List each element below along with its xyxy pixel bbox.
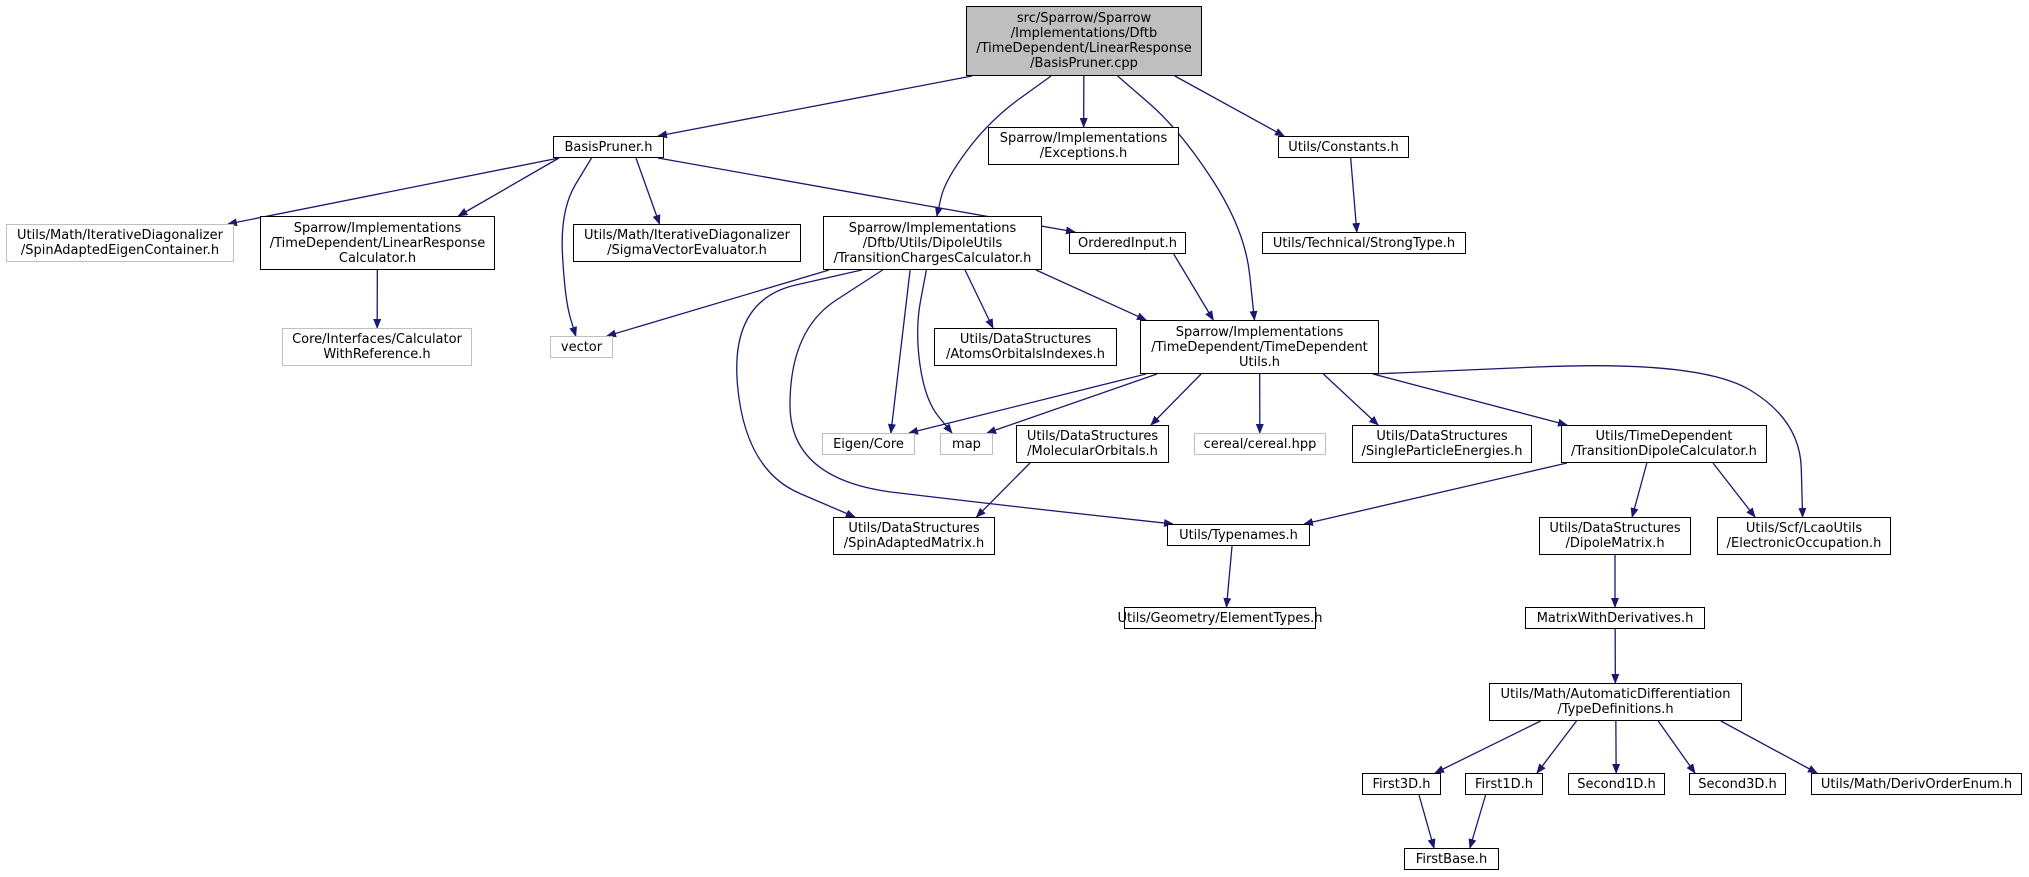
root-file-node: src/Sparrow/Sparrow /Implementations/Dft… — [966, 6, 1202, 76]
edge-molecular-orbitals-to-spin-adapted-matrix — [975, 462, 1031, 518]
edge-type-definitions-to-second3d — [1657, 720, 1696, 774]
molecular-orbitals-node[interactable]: Utils/DataStructures /MolecularOrbitals.… — [1016, 425, 1169, 463]
map-node: map — [940, 433, 993, 455]
edge-root-to-basispruner-h — [657, 75, 973, 139]
edge-td-utils-to-map — [986, 373, 1158, 434]
calculator-with-reference-node: Core/Interfaces/Calculator WithReference… — [282, 328, 472, 366]
edge-typenames-to-element-types — [1223, 545, 1233, 608]
edge-root-to-transition-charges — [934, 75, 1052, 217]
edge-td-utils-to-molecular-orbitals — [1150, 373, 1202, 426]
exceptions-h-node[interactable]: Sparrow/Implementations /Exceptions.h — [988, 127, 1179, 165]
transition-charges-calculator-node[interactable]: Sparrow/Implementations /Dftb/Utils/Dipo… — [823, 216, 1042, 270]
edge-type-definitions-to-first1d — [1536, 720, 1577, 774]
edge-basispruner-h-to-sigma-vector — [635, 157, 661, 225]
edge-transition-charges-to-atoms-orbitals — [964, 269, 994, 329]
edge-td-utils-to-single-particle — [1322, 373, 1379, 426]
typenames-h-node[interactable]: Utils/Typenames.h — [1167, 524, 1310, 546]
type-definitions-node[interactable]: Utils/Math/AutomaticDifferentiation /Typ… — [1489, 683, 1742, 721]
element-types-h-node[interactable]: Utils/Geometry/ElementTypes.h — [1117, 607, 1323, 629]
edge-basispruner-h-to-spin-adapted-eigen — [227, 157, 560, 227]
strong-type-h-node[interactable]: Utils/Technical/StrongType.h — [1262, 232, 1466, 254]
edge-td-utils-to-eigen-core — [908, 373, 1147, 435]
eigen-core-node: Eigen/Core — [822, 433, 915, 455]
first1d-h-node[interactable]: First1D.h — [1465, 773, 1543, 795]
edge-td-utils-to-transition-dipole — [1372, 373, 1568, 427]
time-dependent-utils-node[interactable]: Sparrow/Implementations /TimeDependent/T… — [1140, 320, 1379, 374]
edge-first1d-to-first-base — [1468, 794, 1487, 849]
edge-transition-charges-to-td-utils — [1035, 269, 1147, 321]
first-base-h-node[interactable]: FirstBase.h — [1404, 848, 1499, 870]
edge-root-to-td-utils — [1117, 75, 1258, 321]
edge-type-definitions-to-deriv-order — [1720, 720, 1818, 774]
deriv-order-enum-node[interactable]: Utils/Math/DerivOrderEnum.h — [1811, 773, 2022, 795]
edge-transition-dipole-to-dipole-matrix — [1630, 462, 1648, 518]
edge-transition-charges-to-map — [917, 269, 953, 434]
transition-dipole-calculator-node[interactable]: Utils/TimeDependent /TransitionDipoleCal… — [1561, 425, 1767, 463]
spin-adapted-eigen-container-node: Utils/Math/IterativeDiagonalizer /SpinAd… — [6, 224, 234, 262]
edge-transition-charges-to-vector — [606, 269, 830, 338]
linear-response-calculator-node[interactable]: Sparrow/Implementations /TimeDependent/L… — [260, 216, 495, 270]
vector-node: vector — [550, 336, 613, 358]
second1d-h-node[interactable]: Second1D.h — [1568, 773, 1665, 795]
constants-h-node[interactable]: Utils/Constants.h — [1278, 136, 1409, 158]
edge-transition-charges-to-eigen-core — [887, 269, 911, 434]
dipole-matrix-node[interactable]: Utils/DataStructures /DipoleMatrix.h — [1539, 517, 1691, 555]
edge-transition-charges-to-spin-adapted-matrix — [736, 269, 862, 518]
first3d-h-node[interactable]: First3D.h — [1362, 773, 1441, 795]
second3d-h-node[interactable]: Second3D.h — [1689, 773, 1786, 795]
edge-basispruner-h-to-lr-calculator — [457, 157, 560, 217]
edge-root-to-constants-h — [1174, 75, 1285, 137]
edge-layer — [227, 75, 1818, 849]
electronic-occupation-node[interactable]: Utils/Scf/LcaoUtils /ElectronicOccupatio… — [1717, 517, 1891, 555]
edge-type-definitions-to-first3d — [1434, 720, 1541, 774]
cereal-hpp-node: cereal/cereal.hpp — [1194, 433, 1326, 455]
matrix-with-derivatives-node[interactable]: MatrixWithDerivatives.h — [1525, 607, 1705, 629]
atoms-orbitals-indexes-node[interactable]: Utils/DataStructures /AtomsOrbitalsIndex… — [934, 328, 1117, 366]
sigma-vector-evaluator-node[interactable]: Utils/Math/IterativeDiagonalizer /SigmaV… — [573, 224, 801, 262]
ordered-input-h-node[interactable]: OrderedInput.h — [1069, 232, 1186, 254]
edge-td-utils-to-electronic-occupation — [1372, 365, 1807, 518]
basispruner-h-node[interactable]: BasisPruner.h — [553, 136, 664, 158]
edge-first3d-to-first-base — [1418, 794, 1436, 849]
edge-constants-h-to-strong-type — [1350, 157, 1361, 233]
edge-transition-dipole-to-typenames — [1303, 462, 1568, 526]
edge-basispruner-h-to-vector — [561, 157, 593, 337]
edge-ordered-input-to-td-utils — [1173, 253, 1214, 321]
edge-transition-charges-to-typenames — [789, 269, 1174, 527]
spin-adapted-matrix-node[interactable]: Utils/DataStructures /SpinAdaptedMatrix.… — [833, 517, 995, 555]
edge-transition-dipole-to-electronic-occupation — [1712, 462, 1756, 518]
single-particle-energies-node[interactable]: Utils/DataStructures /SingleParticleEner… — [1352, 425, 1532, 463]
